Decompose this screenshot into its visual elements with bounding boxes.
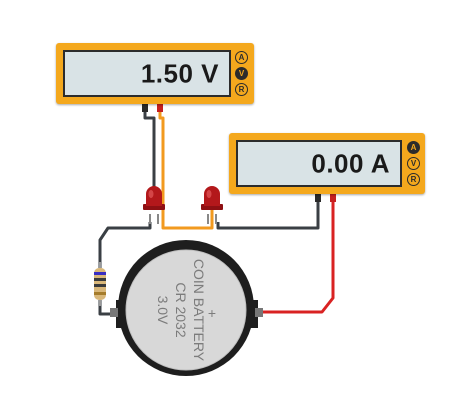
ammeter-ohms-mode-button[interactable]: R — [407, 173, 420, 186]
wire-ammeter-red[interactable] — [262, 195, 335, 314]
voltmeter-black-probe[interactable] — [142, 103, 148, 112]
voltmeter-reading: 1.50 V — [140, 58, 219, 88]
battery-label-line1: COIN BATTERY — [191, 259, 207, 362]
ammeter-amps-mode-button[interactable]: A — [407, 141, 420, 154]
resistor[interactable] — [94, 262, 106, 306]
ammeter-red-probe[interactable] — [330, 193, 336, 202]
wire-voltmeter-orange[interactable] — [158, 105, 214, 230]
battery-plus-sign: + — [208, 305, 216, 321]
ammeter-reading: 0.00 A — [311, 148, 390, 178]
wires — [98, 105, 335, 316]
ammeter[interactable]: 0.00 A A V R — [229, 133, 425, 194]
voltmeter-ohms-mode-button[interactable]: R — [235, 83, 248, 96]
battery-label-line3: 3.0V — [155, 296, 171, 325]
ammeter-display: 0.00 A — [236, 140, 402, 187]
voltmeter-volts-mode-button[interactable]: V — [235, 67, 248, 80]
voltmeter-red-probe[interactable] — [157, 103, 163, 112]
led-2[interactable] — [201, 186, 223, 224]
voltmeter-display: 1.50 V — [63, 50, 231, 97]
probe-tips — [142, 103, 336, 202]
ammeter-black-probe[interactable] — [315, 193, 321, 202]
coin-battery[interactable]: COIN BATTERY CR 2032 3.0V + — [110, 240, 263, 376]
battery-label-line2: CR 2032 — [173, 282, 189, 337]
ammeter-volts-mode-button[interactable]: V — [407, 157, 420, 170]
wire-led1-to-resistor[interactable] — [98, 222, 152, 268]
voltmeter[interactable]: 1.50 V A V R — [56, 43, 254, 104]
wire-led2-to-ammeter[interactable] — [216, 195, 320, 230]
led-1[interactable] — [143, 186, 165, 224]
wire-voltmeter-black[interactable] — [143, 105, 156, 192]
voltmeter-amps-mode-button[interactable]: A — [235, 51, 248, 64]
battery-cell — [126, 250, 246, 370]
